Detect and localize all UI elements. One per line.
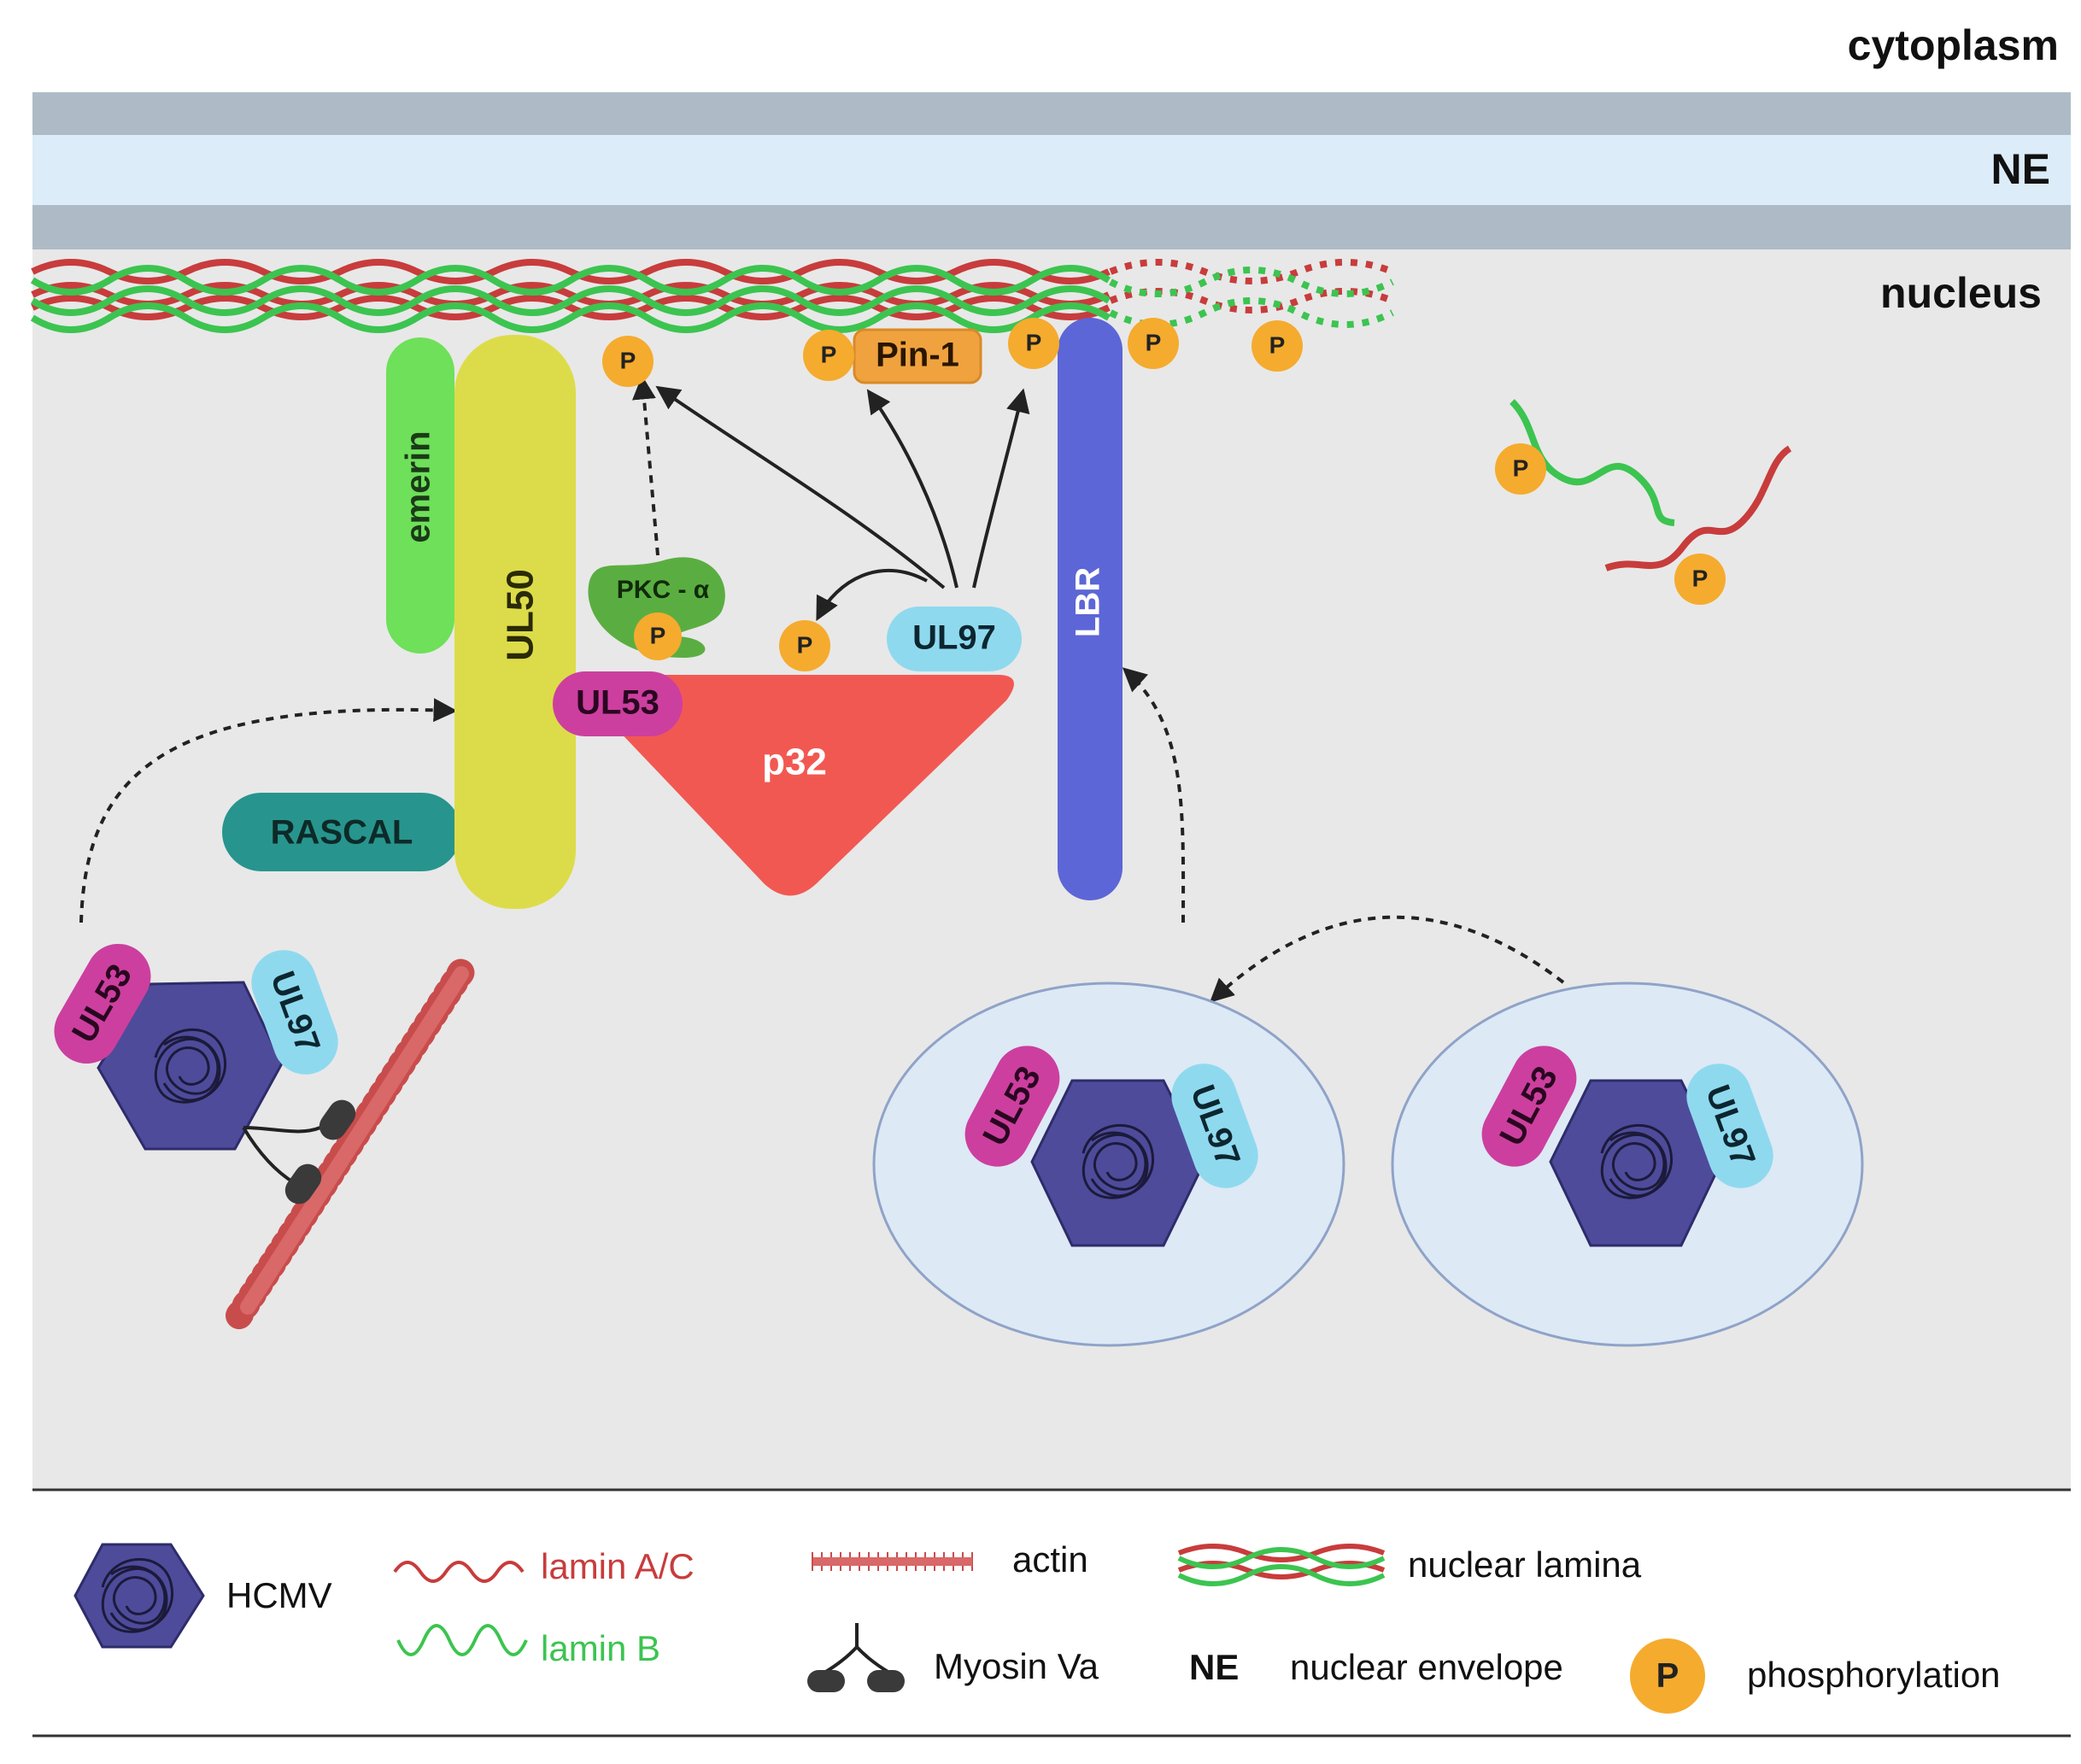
vesicle-to-lbr-arrow <box>1122 667 1186 923</box>
svg-text:P: P <box>1656 1657 1679 1695</box>
legend-ne-label: nuclear envelope <box>1290 1647 1563 1687</box>
cytoplasm-region <box>0 0 2081 92</box>
lbr-label: LBR <box>1070 567 1107 637</box>
legend-myosin: Myosin Va <box>807 1623 1099 1692</box>
svg-text:P: P <box>1146 329 1162 355</box>
legend-lamin-ac: lamin A/C <box>393 1546 695 1586</box>
hcmv-hexagon-icon <box>97 981 284 1151</box>
phospho-lamina-3: P <box>1128 318 1179 369</box>
ul50-protein: UL50 <box>454 335 576 909</box>
phospho-lamina-2: P <box>1008 318 1059 369</box>
phospho-free-lamin-b: P <box>1495 443 1546 495</box>
hcmv-capsid-left: UL53 UL97 <box>54 943 356 1204</box>
svg-text:P: P <box>1026 329 1042 355</box>
phospho-lamina-4: P <box>1252 320 1303 372</box>
phospho-free-lamin-ac: P <box>1674 554 1726 605</box>
emerin-label: emerin <box>400 431 437 542</box>
ul97-protein: UL97 <box>887 607 1022 671</box>
legend: HCMV lamin A/C lamin B actin Myosin Va <box>73 1539 2001 1714</box>
legend-ne: NE nuclear envelope <box>1189 1647 1563 1687</box>
p32-label: p32 <box>762 741 827 783</box>
pin1-label: Pin-1 <box>876 337 959 374</box>
vesicle2-ul97: UL97 <box>1686 1064 1773 1188</box>
ne-lumen <box>32 135 2071 205</box>
legend-phosphorylation-label: phosphorylation <box>1747 1655 2001 1695</box>
legend-lamin-ac-icon <box>393 1561 525 1583</box>
enveloped-capsid-right: UL53 UL97 <box>1391 982 1864 1347</box>
nucleus-label: nucleus <box>1880 269 2042 317</box>
vesicle-to-vesicle-arrow <box>1209 915 1565 1003</box>
legend-actin-label: actin <box>1012 1539 1088 1579</box>
enveloped-capsid-center: UL53 UL97 <box>872 982 1345 1347</box>
capsid-left-ul97: UL97 <box>251 950 338 1075</box>
svg-text:P: P <box>821 341 837 367</box>
outer-nuclear-membrane <box>32 92 2071 135</box>
myosin-va-motor <box>242 1099 356 1204</box>
legend-hcmv-label: HCMV <box>226 1575 332 1615</box>
legend-lamin-b: lamin B <box>396 1624 660 1668</box>
legend-actin: actin <box>812 1539 1088 1579</box>
legend-nuclear-lamina-icon <box>1177 1544 1386 1586</box>
legend-hcmv: HCMV <box>73 1543 332 1649</box>
ul97-lamin-arrow-1 <box>655 385 946 589</box>
legend-nuclear-lamina: nuclear lamina <box>1177 1544 1642 1586</box>
capsid-to-ul50-arrow <box>79 698 458 923</box>
legend-ne-abbrev: NE <box>1189 1647 1239 1687</box>
interaction-arrows <box>79 375 1565 1003</box>
emerin-protein: emerin <box>386 337 454 653</box>
rascal-label: RASCAL <box>271 814 413 852</box>
actin-filament <box>226 952 479 1329</box>
pin1-protein: Pin-1 <box>853 328 982 384</box>
p32-protein: p32 <box>595 675 1014 896</box>
pkc-phospho: P <box>634 612 682 660</box>
cytoplasm-label: cytoplasm <box>1848 21 2059 69</box>
nuclear-lamina <box>30 259 1111 333</box>
legend-nuclear-lamina-label: nuclear lamina <box>1408 1544 1642 1585</box>
legend-lamin-b-label: lamin B <box>541 1628 660 1668</box>
svg-text:P: P <box>650 622 666 648</box>
ul97-label: UL97 <box>912 619 996 657</box>
pkc-alpha-protein: PKC - α P <box>588 557 725 660</box>
svg-text:P: P <box>620 347 636 373</box>
legend-phosphorylation: P phosphorylation <box>1630 1638 2001 1714</box>
pkc-phosphorylation-arrow <box>632 375 659 556</box>
free-phosphorylated-lamins: P P <box>1495 399 1792 605</box>
vesicle1-ul97: UL97 <box>1171 1064 1258 1188</box>
lbr-protein: LBR <box>1058 318 1123 900</box>
svg-text:P: P <box>1269 331 1286 358</box>
ul97-lamin-arrow-2 <box>972 388 1030 589</box>
pkc-alpha-label: PKC - α <box>617 576 710 604</box>
ul53-label: UL53 <box>576 684 659 722</box>
svg-text:P: P <box>797 631 813 658</box>
legend-myosin-icon <box>823 1623 891 1674</box>
legend-lamin-ac-label: lamin A/C <box>541 1546 695 1586</box>
phospho-p32: P <box>779 620 830 671</box>
inner-nuclear-membrane <box>32 205 2071 249</box>
legend-lamin-b-icon <box>396 1624 528 1656</box>
ne-label: NE <box>1991 145 2050 193</box>
phospho-lamina-1: P <box>602 336 654 387</box>
ul50-label: UL50 <box>500 569 542 661</box>
ul53-protein: UL53 <box>553 671 683 736</box>
svg-text:P: P <box>1513 454 1529 481</box>
phospho-marks: P P P P P P <box>602 318 1303 671</box>
ul97-pin1-arrow <box>866 389 958 589</box>
ul97-p32-arrow <box>816 568 928 621</box>
rascal-protein: RASCAL <box>222 793 461 871</box>
svg-text:P: P <box>1692 565 1709 591</box>
legend-myosin-label: Myosin Va <box>934 1646 1099 1686</box>
legend-phospho-icon <box>1630 1638 1705 1714</box>
phospho-pin1: P <box>803 330 854 381</box>
